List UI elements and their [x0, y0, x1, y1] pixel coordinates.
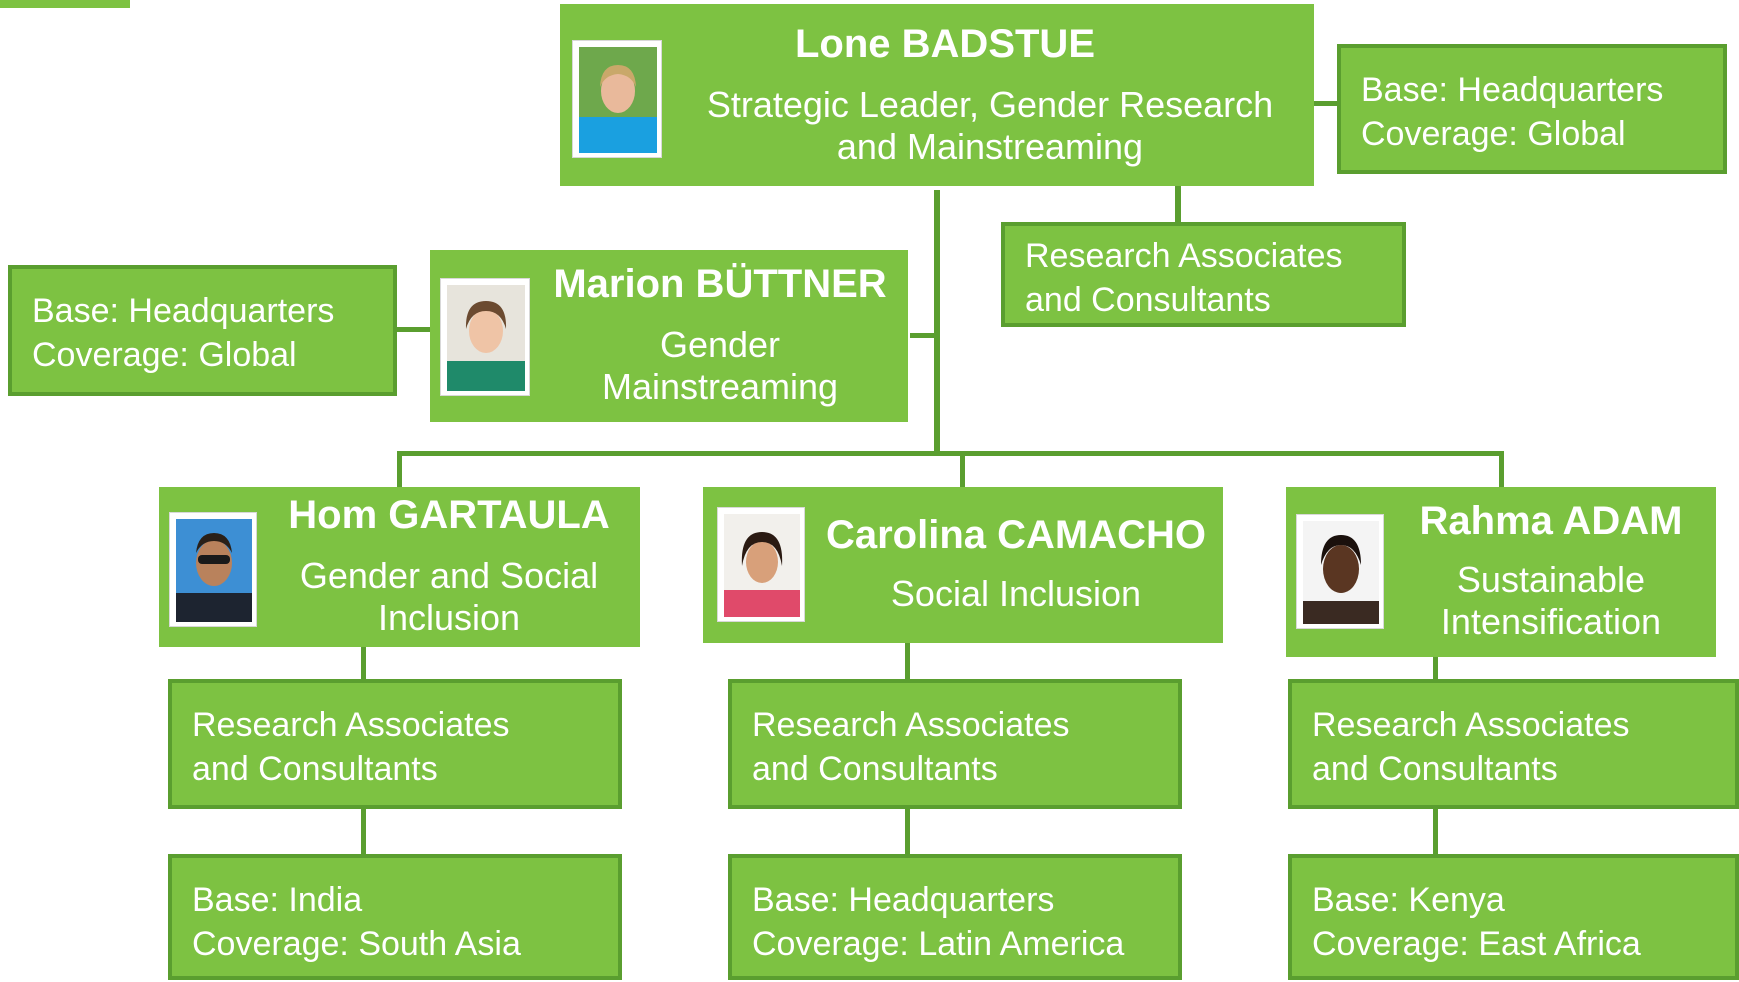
- member-3-photo: [1296, 514, 1384, 629]
- member-2-coverage: Coverage: Latin America: [752, 925, 1125, 963]
- connector-col2-a: [905, 641, 910, 681]
- member-1-photo: [169, 512, 257, 627]
- leader-photo: [572, 40, 662, 158]
- member-2-photo: [717, 507, 805, 622]
- deputy-coverage: Coverage: Global: [32, 336, 297, 374]
- connector-col3-b: [1433, 806, 1438, 856]
- leader-card: Lone BADSTUE Strategic Leader, Gender Re…: [560, 4, 1314, 186]
- connector-leader-trunk: [934, 190, 940, 454]
- leader-coverage: Coverage: Global: [1361, 115, 1626, 153]
- member-1-location-box: Base: India Coverage: South Asia: [168, 854, 622, 980]
- portrait-icon: [724, 514, 800, 617]
- member-2-team-line2: and Consultants: [752, 750, 998, 788]
- member-2-base: Base: Headquarters: [752, 881, 1055, 919]
- deputy-role-line2: Mainstreaming: [601, 366, 839, 407]
- member-3-location-box: Base: Kenya Coverage: East Africa: [1288, 854, 1739, 980]
- connector-drop-3: [1499, 451, 1504, 487]
- member-card-3: Rahma ADAM Sustainable Intensification: [1286, 487, 1716, 657]
- member-1-team-box: Research Associates and Consultants: [168, 679, 622, 809]
- member-3-role-line2: Intensification: [1440, 601, 1662, 642]
- member-3-name: Rahma ADAM: [1419, 499, 1683, 543]
- member-card-2: Carolina CAMACHO Social Inclusion: [703, 487, 1223, 643]
- member-1-coverage: Coverage: South Asia: [192, 925, 521, 963]
- deputy-card: Marion BÜTTNER Gender Mainstreaming: [430, 250, 908, 422]
- member-3-coverage: Coverage: East Africa: [1312, 925, 1641, 963]
- portrait-icon: [1303, 521, 1379, 624]
- leader-team-line1: Research Associates: [1025, 237, 1343, 275]
- corner-tab: [0, 0, 130, 8]
- leader-name: Lone BADSTUE: [795, 22, 1095, 66]
- portrait-icon: [579, 47, 657, 153]
- connector-col1-a: [361, 645, 366, 681]
- connector-col2-b: [905, 806, 910, 856]
- leader-base: Base: Headquarters: [1361, 71, 1664, 109]
- connector-horizontal-bar: [397, 451, 1504, 456]
- leader-location-box: Base: Headquarters Coverage: Global: [1337, 44, 1727, 174]
- leader-role-line2: and Mainstreaming: [836, 126, 1144, 167]
- member-3-role-line1: Sustainable: [1456, 559, 1646, 600]
- member-1-base: Base: India: [192, 881, 363, 919]
- connector-deputy-trunk: [910, 333, 940, 338]
- leader-team-line2: and Consultants: [1025, 281, 1271, 319]
- connector-col1-b: [361, 806, 366, 856]
- member-card-1: Hom GARTAULA Gender and Social Inclusion: [159, 487, 640, 647]
- connector-drop-1: [397, 451, 402, 487]
- member-3-base: Base: Kenya: [1312, 881, 1505, 919]
- deputy-name: Marion BÜTTNER: [553, 262, 887, 306]
- member-1-name: Hom GARTAULA: [288, 493, 610, 537]
- member-1-role-line1: Gender and Social: [299, 555, 599, 596]
- connector-drop-2: [960, 451, 965, 487]
- portrait-icon: [447, 285, 525, 391]
- portrait-icon: [176, 519, 252, 622]
- deputy-base: Base: Headquarters: [32, 292, 335, 330]
- member-1-team-line2: and Consultants: [192, 750, 438, 788]
- member-2-role-line1: Social Inclusion: [890, 573, 1142, 614]
- connector-leader-team: [1175, 185, 1181, 223]
- member-1-team-line1: Research Associates: [192, 706, 510, 744]
- member-3-team-line2: and Consultants: [1312, 750, 1558, 788]
- connector-col3-a: [1433, 655, 1438, 681]
- connector-deputy-base: [394, 327, 432, 332]
- member-1-role-line2: Inclusion: [377, 597, 521, 638]
- deputy-role-line1: Gender: [659, 324, 781, 365]
- member-2-name: Carolina CAMACHO: [825, 513, 1207, 557]
- member-2-team-box: Research Associates and Consultants: [728, 679, 1182, 809]
- leader-team-box: Research Associates and Consultants: [1001, 222, 1406, 327]
- member-3-team-line1: Research Associates: [1312, 706, 1630, 744]
- member-3-team-box: Research Associates and Consultants: [1288, 679, 1739, 809]
- member-2-team-line1: Research Associates: [752, 706, 1070, 744]
- member-2-location-box: Base: Headquarters Coverage: Latin Ameri…: [728, 854, 1182, 980]
- leader-role-line1: Strategic Leader, Gender Research: [706, 84, 1274, 125]
- connector-leader-base: [1313, 101, 1339, 106]
- deputy-location-box: Base: Headquarters Coverage: Global: [8, 265, 397, 396]
- deputy-photo: [440, 278, 530, 396]
